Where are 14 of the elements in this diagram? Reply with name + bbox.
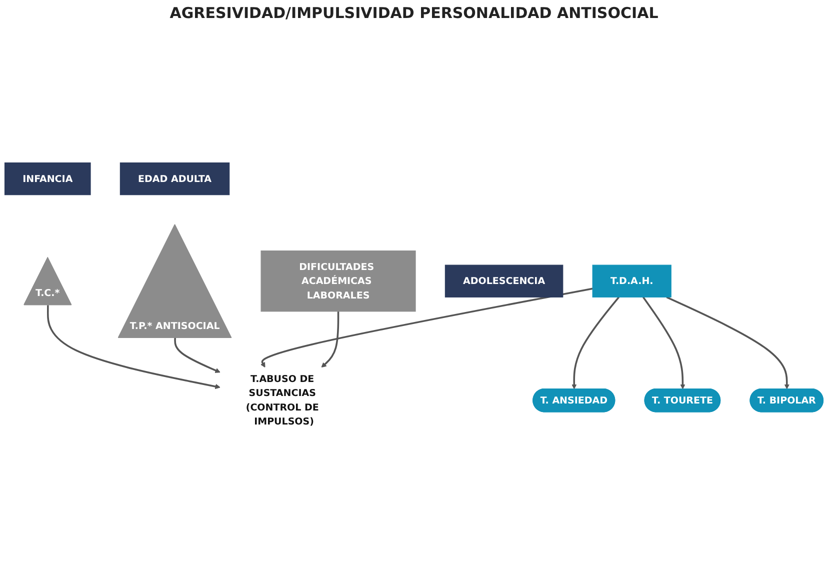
arrow	[174, 338, 220, 373]
node-box: ADOLESCENCIA	[444, 264, 564, 298]
node-box: EDAD ADULTA	[120, 162, 230, 196]
arrow	[47, 305, 220, 389]
note-text: AGRESIVIDAD/IMPULSIVIDAD PERSONALIDAD ANTISOCIAL	[170, 4, 658, 22]
arrow	[642, 296, 686, 390]
arrow	[572, 296, 620, 390]
arrow	[260, 288, 593, 368]
arrow	[666, 296, 790, 390]
node-box: T.D.A.H.	[592, 264, 672, 298]
node-box: INFANCIA	[4, 162, 91, 196]
node-box: DIFICULTADES ACADÉMICAS LABORALES	[260, 250, 416, 312]
node-text: T.ABUSO DE SUSTANCIAS (CONTROL DE IMPULSOS)	[246, 372, 319, 428]
arrow	[321, 311, 340, 368]
